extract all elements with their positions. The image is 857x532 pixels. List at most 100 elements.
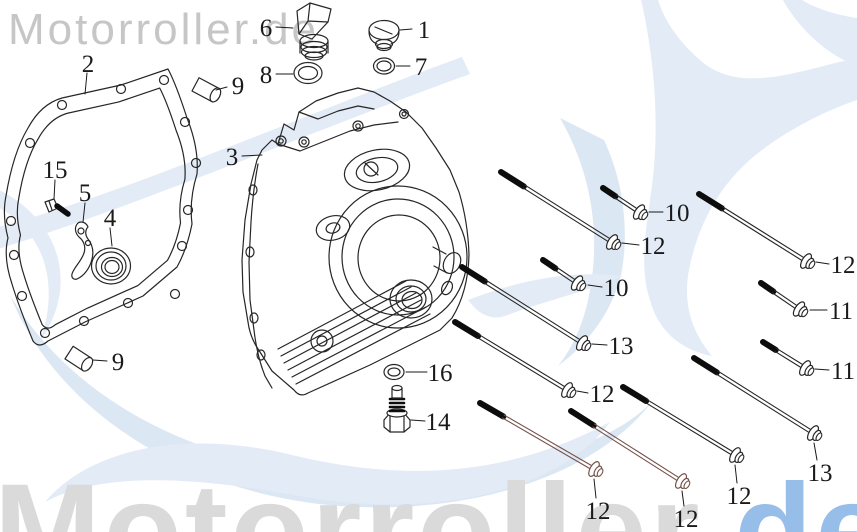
part-dowel-pin-bottom [65,346,95,373]
bolt-shaft [772,293,795,309]
bolt-head-cap [683,480,691,489]
bolt [462,267,592,352]
part-crankcase-cover [242,88,469,395]
leader-line [735,465,737,483]
bolt [480,403,604,478]
bolt-shaft [615,198,636,212]
part-number-label: 8 [260,62,273,89]
part-dowel-pin-top [192,78,223,104]
bolt-thread [543,260,555,268]
logo-swoosh-shapes [0,0,857,508]
part-bracket [72,222,93,279]
bolt-thread [761,283,773,291]
bolt-shaft [477,337,563,389]
bolt-head-cap [801,308,809,317]
leader-line [814,443,817,460]
part-number-label: 12 [831,252,856,279]
part-oring-small [374,58,395,74]
bolt-head-cap [584,342,592,351]
bolt-head-cap [569,389,577,398]
leader-line [83,203,85,222]
part-number-label: 15 [43,157,68,184]
leader-line [93,360,107,361]
part-number-label: 1 [418,17,431,44]
bolt-shaft [486,280,581,340]
bolt [543,260,587,292]
bolt [761,283,809,318]
part-drain-bolt [384,386,410,433]
bolt [694,358,823,442]
bolt-shaft [523,188,609,242]
bolt-thread [623,387,646,401]
bolt-shaft [616,195,637,209]
bolt [623,387,745,464]
bolt-shaft [595,424,680,478]
watermark-brand-top: Motorroller.de [8,5,320,54]
bolt-shaft [645,402,731,454]
watermark-brand-bottom: Motorroller.de [0,466,857,532]
part-oil-filler-cap [297,3,331,60]
bolt-shaft [484,283,579,343]
part-screw-small [45,199,68,214]
bolt-shaft [716,374,810,433]
bolt-shaft [525,185,611,239]
part-number-label: 7 [415,54,428,81]
part-gasket [4,69,200,345]
leader-line [54,180,55,199]
bolt-head-cap [614,241,622,250]
leader-line [592,344,607,345]
leader-line [400,29,412,30]
leader-line [110,228,112,246]
part-number-label: 12 [586,498,611,525]
part-number-label: 12 [641,233,666,260]
part-number-label: 12 [674,506,699,532]
bolt-thread [603,188,615,196]
bolt-shaft [503,418,591,469]
leader-line [85,73,87,94]
bolt-shaft [774,290,797,306]
watermark-brand-bottom-gray: Motorroller [0,458,696,532]
bolt-thread [501,172,524,186]
leader-line [682,491,684,506]
leader-line [276,27,293,28]
bolt-shaft [593,427,678,481]
bolt-head-cap [815,432,823,441]
bolt [571,411,691,490]
bolt-thread [571,411,594,425]
part-number-label: 16 [428,360,453,387]
leader-line [594,479,596,498]
part-oil-seal [92,248,131,284]
part-number-label: 9 [112,349,125,376]
bolt-head-cap [737,454,745,463]
bolt-shaft [777,348,804,365]
gasket-bolt-holes [7,76,201,338]
bolt-shaft [479,335,565,387]
bolt-shaft [554,270,573,283]
bolt [603,188,649,221]
leader-line [411,420,425,421]
bolt-thread [699,194,722,208]
bolt-head-cap [596,468,604,477]
bolt-layer [455,172,823,490]
cover-sight-boss [341,144,414,197]
part-number-label: 9 [232,73,245,100]
part-number-label: 4 [104,205,117,232]
part-number-label: 13 [609,333,634,360]
part-number-label: 11 [831,358,855,385]
cover-ribs [278,281,430,384]
part-number-label: 13 [808,460,833,487]
bolt-shaft [718,371,812,430]
bolt-thread [694,358,717,372]
part-number-label: 3 [226,144,239,171]
leader-line [242,155,262,156]
bolt-head-cap [808,260,816,269]
leader-line [216,87,227,90]
part-number-label: 6 [260,15,273,42]
watermark-brand-bottom-blue: .de [695,458,857,532]
bolt-shaft [723,207,805,258]
bolt [699,194,816,270]
part-number-label: 12 [727,483,752,510]
leader-layer [54,27,829,506]
